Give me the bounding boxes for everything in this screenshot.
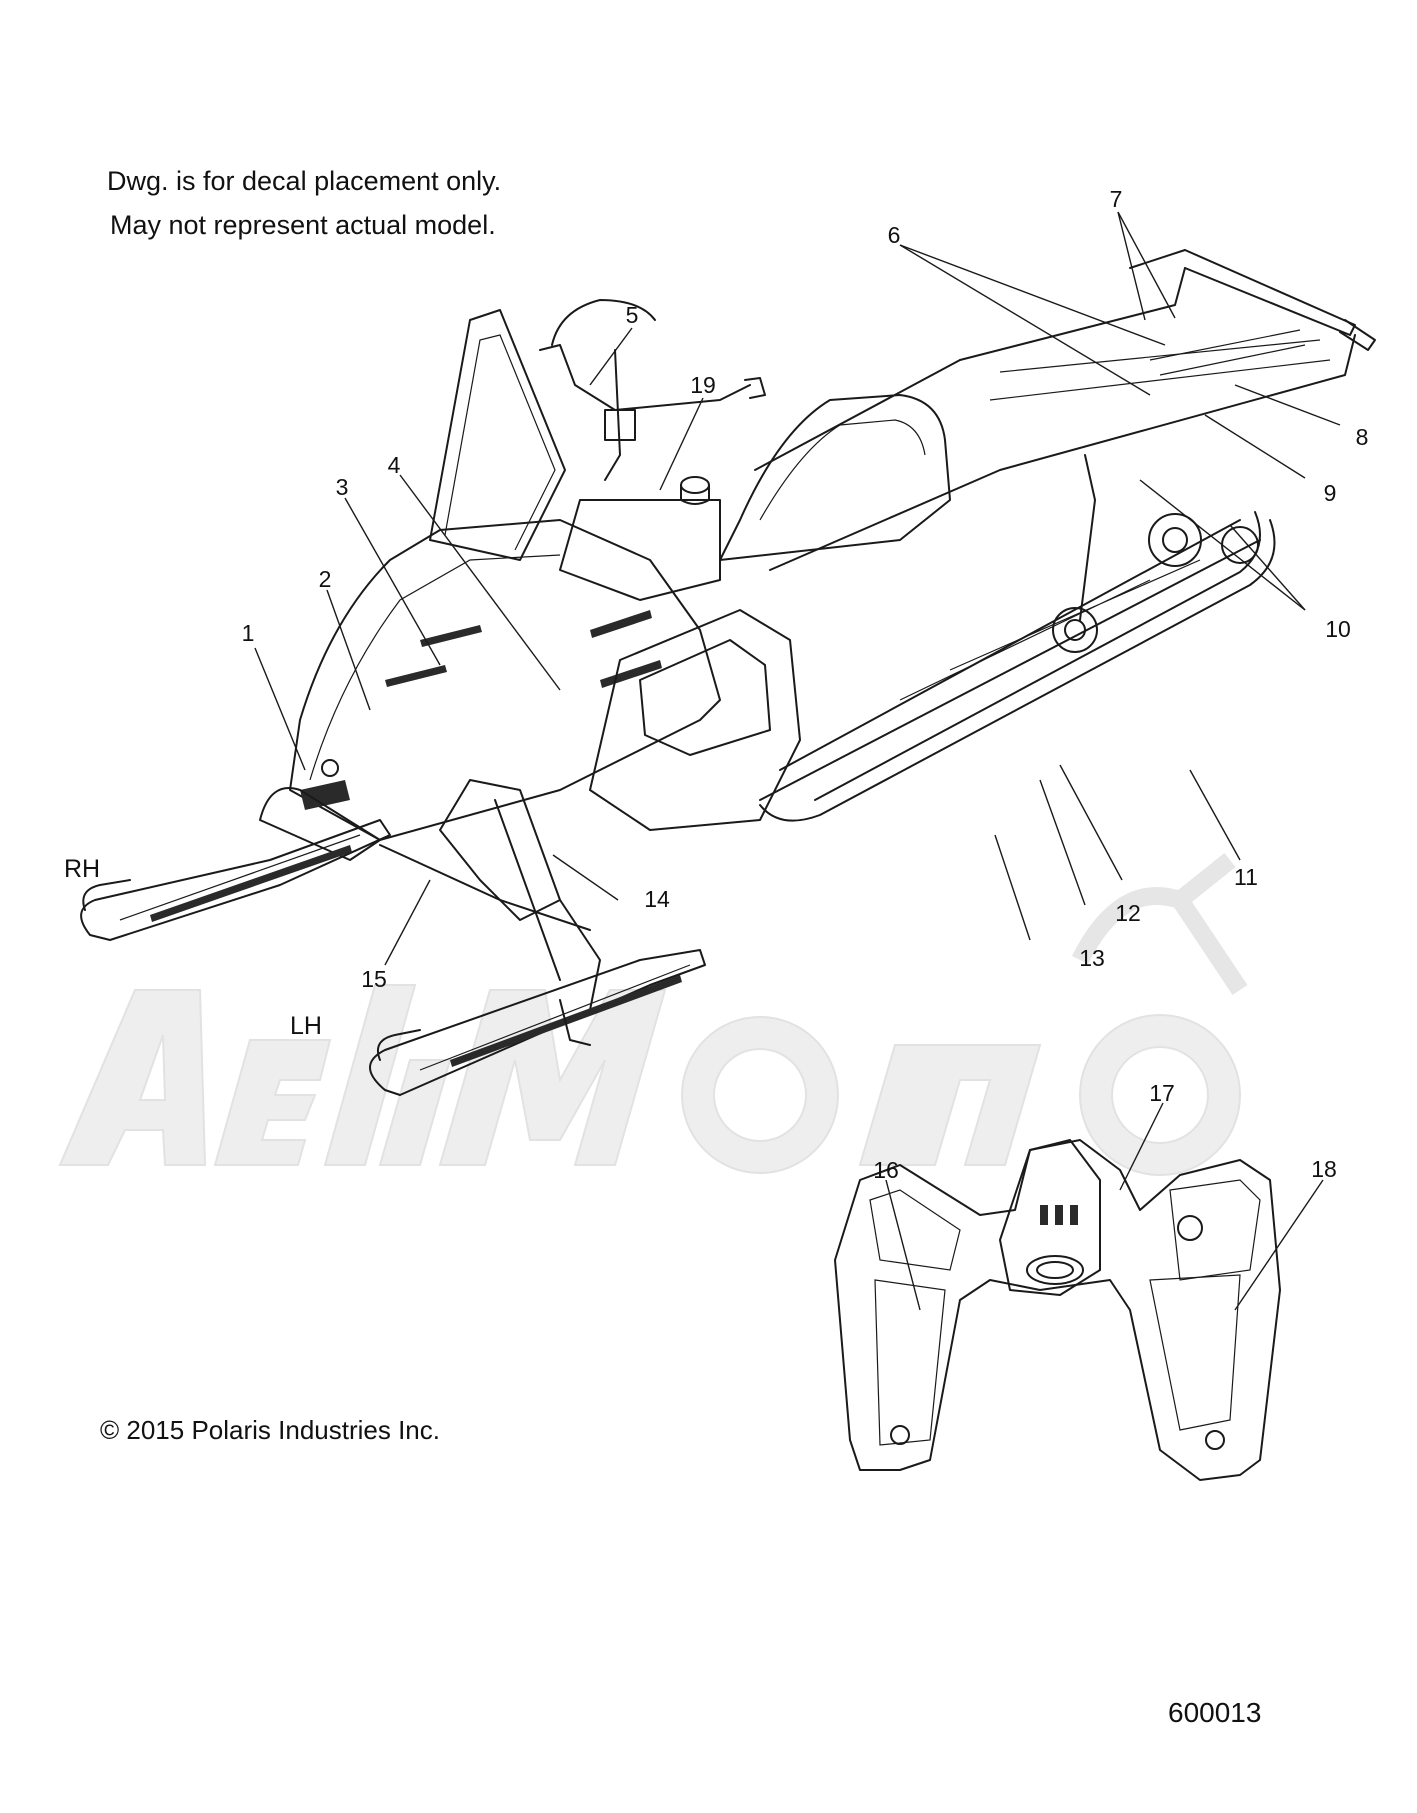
hood-detail-drawing — [834, 1139, 1281, 1481]
copyright-notice: © 2015 Polaris Industries Inc. — [100, 1415, 440, 1445]
callout-2: 2 — [318, 566, 332, 592]
drawing-number: 600013 — [1168, 1697, 1262, 1728]
callout-8: 8 — [1355, 424, 1369, 450]
callout-10: 10 — [1325, 616, 1351, 642]
rh-label: RH — [64, 855, 101, 883]
callout-11: 11 — [1234, 864, 1258, 890]
callout-12: 12 — [1115, 900, 1141, 926]
watermark-logo — [58, 852, 1248, 1176]
placement-note-line2: May not represent actual model. — [110, 210, 496, 240]
callout-7: 7 — [1109, 186, 1123, 212]
callout-19: 19 — [690, 372, 716, 398]
callout-17: 17 — [1149, 1080, 1175, 1106]
callout-6: 6 — [887, 222, 901, 248]
callout-3: 3 — [335, 474, 349, 500]
callout-14: 14 — [644, 886, 670, 912]
callout-1: 1 — [241, 620, 255, 646]
lh-label: LH — [290, 1012, 322, 1040]
leader-lines — [254, 211, 1341, 1311]
snowmobile-drawing — [80, 249, 1376, 1096]
callout-18: 18 — [1311, 1156, 1337, 1182]
callout-15: 15 — [361, 966, 387, 992]
callout-16: 16 — [873, 1157, 899, 1183]
callout-9: 9 — [1323, 480, 1337, 506]
callout-5: 5 — [625, 302, 639, 328]
placement-note-line1: Dwg. is for decal placement only. — [107, 166, 502, 196]
callout-4: 4 — [387, 452, 401, 478]
callout-13: 13 — [1079, 945, 1105, 971]
